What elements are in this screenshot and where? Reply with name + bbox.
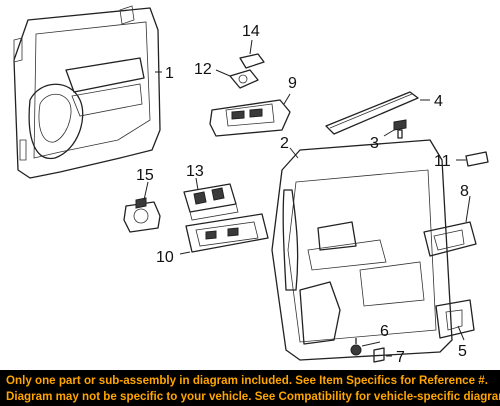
part-9-switch-bezel: [209, 99, 291, 137]
callout-3: 3: [370, 135, 379, 152]
part-2-rear-door-trim-panel: [271, 139, 453, 361]
callout-12: 12: [194, 61, 212, 78]
callout-11: 11: [434, 153, 451, 170]
callout-8: 8: [460, 183, 469, 200]
part-14-switch-cap: [239, 53, 265, 69]
part-6-push-pin: [350, 338, 362, 356]
callout-13: 13: [186, 163, 204, 180]
callout-6: 6: [380, 323, 389, 340]
leader-lines: [143, 39, 471, 357]
part-5-pull-handle: [435, 299, 475, 339]
callout-15: 15: [136, 167, 154, 184]
callout-4: 4: [434, 93, 443, 110]
callout-7: 7: [396, 349, 405, 366]
part-8-armrest-bezel: [423, 221, 477, 257]
part-1-front-door-trim-panel: [13, 5, 161, 179]
part-12-mirror-switch: [229, 69, 259, 89]
callout-2: 2: [280, 135, 289, 152]
callout-5: 5: [458, 343, 467, 360]
part-13-window-switch: [183, 183, 239, 221]
callout-9: 9: [288, 75, 297, 92]
part-7-trim-cap: [373, 347, 385, 363]
part-11-trim-clip: [465, 151, 489, 167]
part-3-clip: [393, 119, 407, 139]
part-10-window-switch-bezel: [185, 213, 269, 253]
part-4-belt-weatherstrip: [325, 91, 419, 135]
callout-10: 10: [156, 249, 174, 266]
disclaimer-footer: Only one part or sub-assembly in diagram…: [0, 370, 500, 406]
callout-1: 1: [165, 65, 174, 82]
disclaimer-line-2: Diagram may not be specific to your vehi…: [6, 390, 500, 403]
part-15-lock-switch: [123, 197, 161, 233]
callout-14: 14: [242, 23, 260, 40]
disclaimer-line-1: Only one part or sub-assembly in diagram…: [6, 374, 488, 387]
parts-diagram: 1 2 3 4 5 6 7 8 9 10 11 12 13 14 15: [13, 5, 489, 366]
